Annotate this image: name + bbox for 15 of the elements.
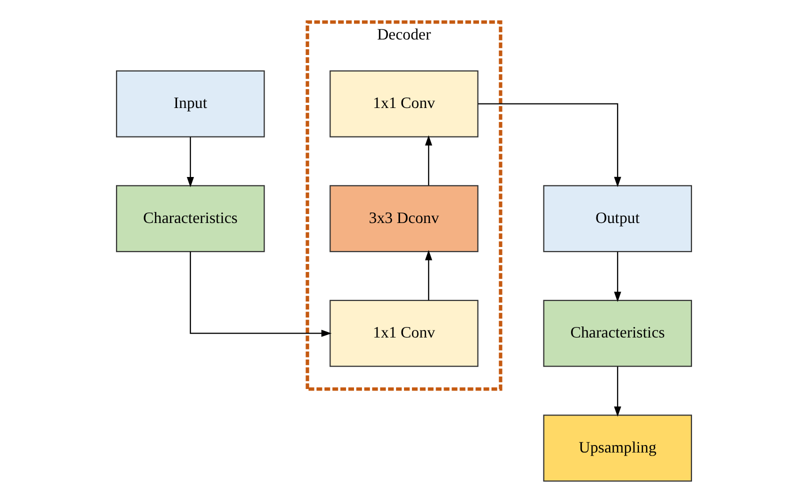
- arrow: [424, 250, 432, 300]
- node-box: Upsampling: [542, 414, 692, 482]
- arrow: [614, 252, 621, 302]
- node-box: 1x1 Conv: [329, 70, 478, 138]
- node-box: Characteristics: [542, 300, 692, 367]
- arrow: [189, 252, 332, 337]
- node-box: Characteristics: [115, 185, 264, 252]
- arrow: [186, 137, 194, 188]
- node-box: Input: [115, 70, 264, 138]
- node-box: 3x3 Dconv: [329, 185, 478, 252]
- node-box: 1x1 Conv: [329, 300, 478, 367]
- arrow: [614, 366, 621, 417]
- arrow: [478, 103, 621, 188]
- arrow: [424, 135, 432, 186]
- node-box: Output: [542, 185, 692, 252]
